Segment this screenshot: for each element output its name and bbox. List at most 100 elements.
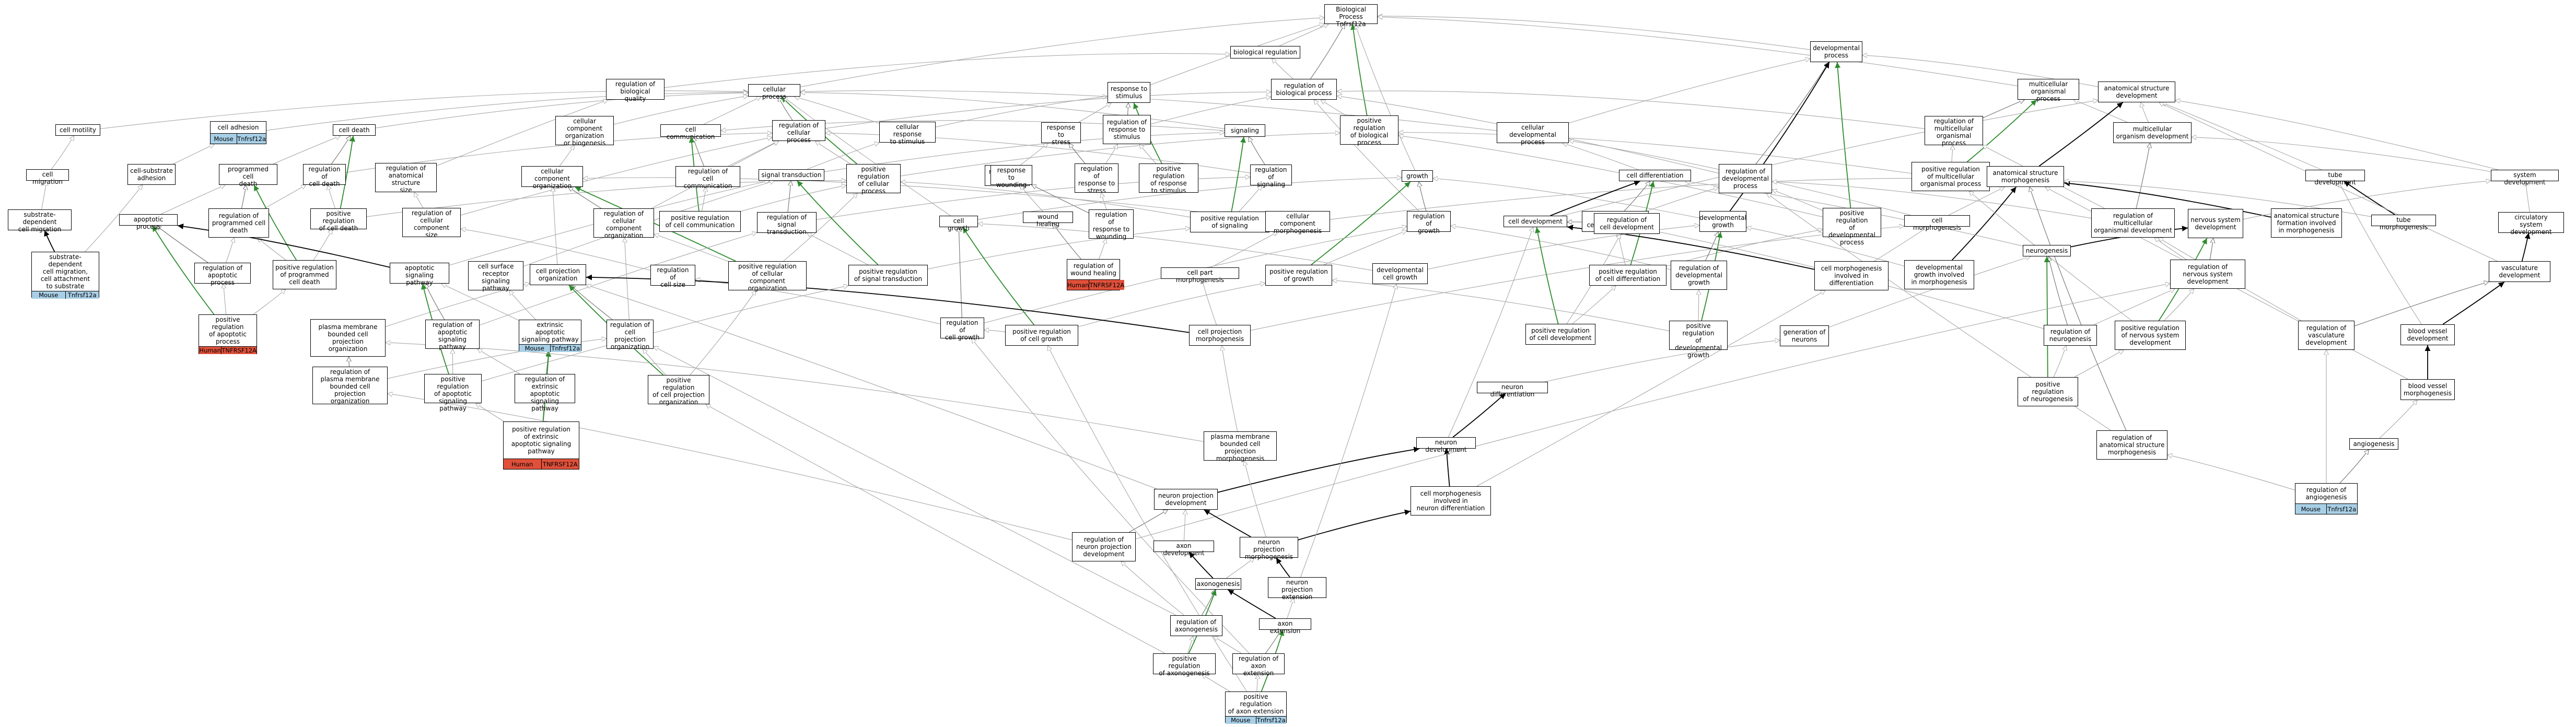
- term-node-cellsubadh[interactable]: cell-substrate adhesion: [127, 164, 176, 185]
- term-node-posregextapop[interactable]: positive regulation of extrinsic apoptot…: [503, 421, 579, 470]
- term-node-posregpcd[interactable]: positive regulation of programmed cell d…: [273, 260, 336, 289]
- term-node-asm[interactable]: anatomical structure morphogenesis: [1987, 166, 2064, 187]
- term-node-nsdev[interactable]: nervous system development: [2188, 209, 2243, 238]
- term-node-regrespwound[interactable]: regulation of response to wounding: [1089, 209, 1134, 240]
- term-node-cellproc[interactable]: cellular process: [748, 84, 800, 100]
- term-node-npd[interactable]: neuron projection development: [1154, 489, 1218, 510]
- term-node-regsig[interactable]: regulation of signaling: [1250, 165, 1292, 188]
- term-node-posregdevproc[interactable]: positive regulation of developmental pro…: [1823, 208, 1881, 246]
- term-node-regcomm[interactable]: regulation of cell communication: [675, 166, 740, 190]
- term-node-regsigtrans[interactable]: regulation of signal transduction: [757, 212, 817, 236]
- term-node-ccob[interactable]: cellular component organization or bioge…: [555, 116, 614, 147]
- term-node-npm[interactable]: neuron projection morphogenesis: [1240, 537, 1298, 560]
- term-node-regmop[interactable]: regulation of multicellular organismal p…: [1925, 116, 1983, 147]
- term-node-respwound2[interactable]: response to wounding: [990, 165, 1032, 189]
- term-node-regbp[interactable]: regulation of biological process: [1271, 79, 1337, 100]
- term-node-regcd[interactable]: regulation of cell death: [303, 164, 346, 187]
- term-node-bioreg[interactable]: biological regulation: [1230, 46, 1300, 58]
- term-node-posregcelldev[interactable]: positive regulation of cell development: [1525, 324, 1595, 345]
- term-node-posregnsdev[interactable]: positive regulation of nervous system de…: [2115, 321, 2186, 350]
- term-node-sigtrans[interactable]: signal transduction: [759, 169, 824, 181]
- term-node-posregcellgrowth[interactable]: positive regulation of cell growth: [1005, 325, 1078, 346]
- term-node-posregcp[interactable]: positive regulation of cellular process: [846, 164, 901, 195]
- term-node-growth[interactable]: growth: [1402, 170, 1433, 182]
- term-node-respstress[interactable]: response to stress: [1041, 122, 1081, 146]
- term-node-regdevgrowth[interactable]: regulation of developmental growth: [1671, 261, 1727, 290]
- term-node-vascdev[interactable]: vasculature development: [2489, 261, 2550, 282]
- term-node-pmbcpo[interactable]: plasma membrane bounded cell projection …: [310, 319, 386, 357]
- term-node-posregcelldiff[interactable]: positive regulation of cell differentiat…: [1589, 265, 1666, 286]
- term-node-devgrowthmorph[interactable]: developmental growth involved in morphog…: [1904, 260, 1974, 289]
- term-node-posregcomm[interactable]: positive regulation of cell communicatio…: [659, 211, 741, 232]
- term-node-tubemorph[interactable]: tube morphogenesis: [2371, 215, 2436, 231]
- term-node-posregccorg[interactable]: positive regulation of cellular componen…: [728, 261, 807, 292]
- term-node-regpmbcpo[interactable]: regulation of plasma membrane bounded ce…: [312, 367, 388, 405]
- term-node-axondev[interactable]: axon development: [1153, 541, 1214, 557]
- term-node-cellprojmorph[interactable]: cell projection morphogenesis: [1189, 325, 1251, 346]
- term-node-neurondev[interactable]: neuron development: [1416, 437, 1476, 453]
- term-node-posregcd[interactable]: positive regulation of cell death: [310, 208, 367, 232]
- term-node-subdepmig[interactable]: substrate-dependent cell migration: [8, 209, 72, 233]
- term-node-regaxonext[interactable]: regulation of axon extension: [1232, 653, 1285, 677]
- term-node-bp[interactable]: Biological Process Tnfrsf12a: [1324, 4, 1378, 28]
- term-node-posregneurogen[interactable]: positive regulation of neurogenesis: [2018, 377, 2078, 406]
- term-node-subdepattach[interactable]: substrate-dependent cell migration, cell…: [31, 252, 99, 299]
- term-node-posregapopsig[interactable]: positive regulation of apoptotic signali…: [424, 374, 482, 412]
- term-node-regextapop[interactable]: regulation of extrinsic apoptotic signal…: [515, 374, 575, 412]
- term-node-ccorg[interactable]: cellular component organization: [521, 166, 583, 190]
- term-node-posregbp[interactable]: positive regulation of biological proces…: [1340, 115, 1398, 146]
- term-node-csrsig[interactable]: cell surface receptor signaling pathway: [468, 261, 523, 292]
- term-node-reggrowth[interactable]: regulation of growth: [1407, 211, 1451, 234]
- term-node-regnpd[interactable]: regulation of neuron projection developm…: [1072, 532, 1136, 561]
- term-node-celldiff[interactable]: cell differentiation: [1619, 170, 1691, 181]
- term-node-regvascdev[interactable]: regulation of vasculature development: [2298, 321, 2354, 350]
- term-node-regapopsig[interactable]: regulation of apoptotic signaling pathwa…: [425, 320, 480, 350]
- term-node-posregaxonogen[interactable]: positive regulation of axonogenesis: [1153, 653, 1216, 677]
- term-node-devcellgrowth[interactable]: developmental cell growth: [1372, 263, 1428, 284]
- term-node-regneurogen[interactable]: regulation of neurogenesis: [2044, 325, 2097, 346]
- term-node-devgrowth[interactable]: developmental growth: [1699, 211, 1746, 232]
- term-node-cellmot[interactable]: cell motility: [55, 124, 100, 136]
- term-node-regaxonogen[interactable]: regulation of axonogenesis: [1170, 615, 1222, 636]
- term-node-woundheal[interactable]: wound healing: [1023, 212, 1073, 228]
- term-node-posregsigtrans[interactable]: positive regulation of signal transducti…: [848, 265, 928, 286]
- term-node-posregmop[interactable]: positive regulation of multicellular org…: [1911, 162, 1990, 191]
- term-node-apop[interactable]: apoptotic process: [119, 214, 178, 230]
- term-node-circsys[interactable]: circulatory system development: [2498, 212, 2564, 236]
- term-node-regmultidev[interactable]: regulation of multicellular organismal d…: [2091, 208, 2175, 238]
- term-node-apopsig[interactable]: apoptotic signaling pathway: [390, 263, 449, 286]
- term-node-regasz[interactable]: regulation of anatomical structure size: [375, 163, 437, 194]
- term-node-regnsdev[interactable]: regulation of nervous system development: [2170, 260, 2245, 289]
- term-node-posreggrowth[interactable]: positive regulation of growth: [1265, 265, 1332, 286]
- term-node-regdevproc[interactable]: regulation of developmental process: [1719, 164, 1772, 193]
- term-node-axonogenesis[interactable]: axonogenesis: [1195, 578, 1241, 590]
- term-node-posregrespstim[interactable]: positive regulation of response to stimu…: [1139, 163, 1198, 194]
- term-node-asd[interactable]: anatomical structure development: [2098, 81, 2175, 102]
- term-node-regasmorph[interactable]: regulation of anatomical structure morph…: [2096, 430, 2167, 460]
- term-node-npext[interactable]: neuron projection extension: [1268, 577, 1326, 601]
- term-node-angiogenesis[interactable]: angiogenesis: [2349, 438, 2398, 450]
- term-node-cellmorphneuron[interactable]: cell morphogenesis involved in neuron di…: [1411, 486, 1491, 515]
- term-node-regrespstim[interactable]: regulation of response to stimulus: [1103, 115, 1151, 144]
- term-node-sysdev[interactable]: system development: [2491, 170, 2559, 186]
- term-node-bvdev[interactable]: blood vessel development: [2400, 324, 2455, 345]
- term-node-cellcomm[interactable]: cell communication: [660, 124, 721, 140]
- term-node-celldev[interactable]: cell development: [1503, 216, 1567, 227]
- term-node-regcp[interactable]: regulation of cellular process: [772, 120, 825, 144]
- term-node-regapop[interactable]: regulation of apoptotic process: [194, 263, 251, 286]
- term-node-regcellsize[interactable]: regulation of cell size: [650, 265, 695, 288]
- term-node-regccorg[interactable]: regulation of cellular component organiz…: [593, 208, 654, 239]
- term-node-regccs[interactable]: regulation of cellular component size: [402, 208, 461, 239]
- term-node-regbq[interactable]: regulation of biological quality: [606, 79, 665, 102]
- term-node-posregapop[interactable]: positive regulation of apoptotic process…: [199, 314, 257, 354]
- term-node-cellmorphdiff[interactable]: cell morphogenesis involved in different…: [1814, 261, 1889, 290]
- term-node-regcelldev[interactable]: regulation of cell development: [1594, 213, 1660, 234]
- term-node-cellgrowth[interactable]: cell growth: [939, 216, 978, 232]
- term-node-respstim[interactable]: response to stimulus: [1108, 82, 1150, 103]
- term-node-posregsig[interactable]: positive regulation of signaling: [1190, 212, 1269, 232]
